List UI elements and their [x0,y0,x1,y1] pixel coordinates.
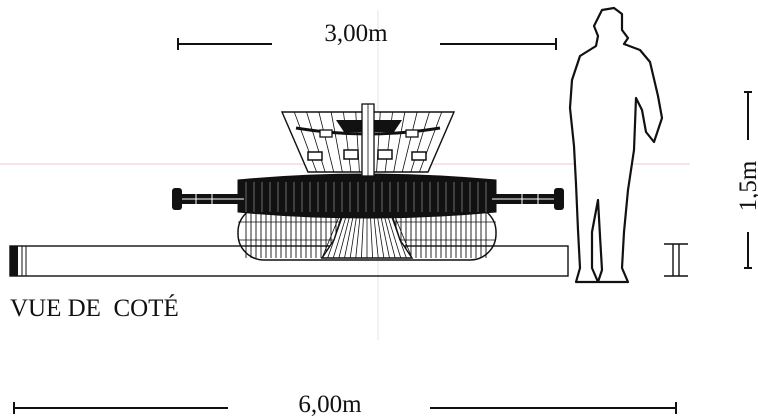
upper-bowl [280,103,456,177]
top-width-label: 3,00m [324,20,388,47]
height-label: 1,5m [735,160,758,211]
bottom-width-label: 6,00m [298,391,362,418]
ground-platform [9,245,569,277]
main-disc [237,173,497,219]
right-arm [492,188,564,210]
top-dimension-line [177,38,557,50]
height-dimension-line [744,91,752,269]
human-figure-silhouette [568,6,664,284]
left-arm [172,188,244,210]
platform-section-marker [664,243,688,277]
bottom-dimension-line [13,402,677,414]
view-label: VUE DE COTÉ [10,294,179,322]
